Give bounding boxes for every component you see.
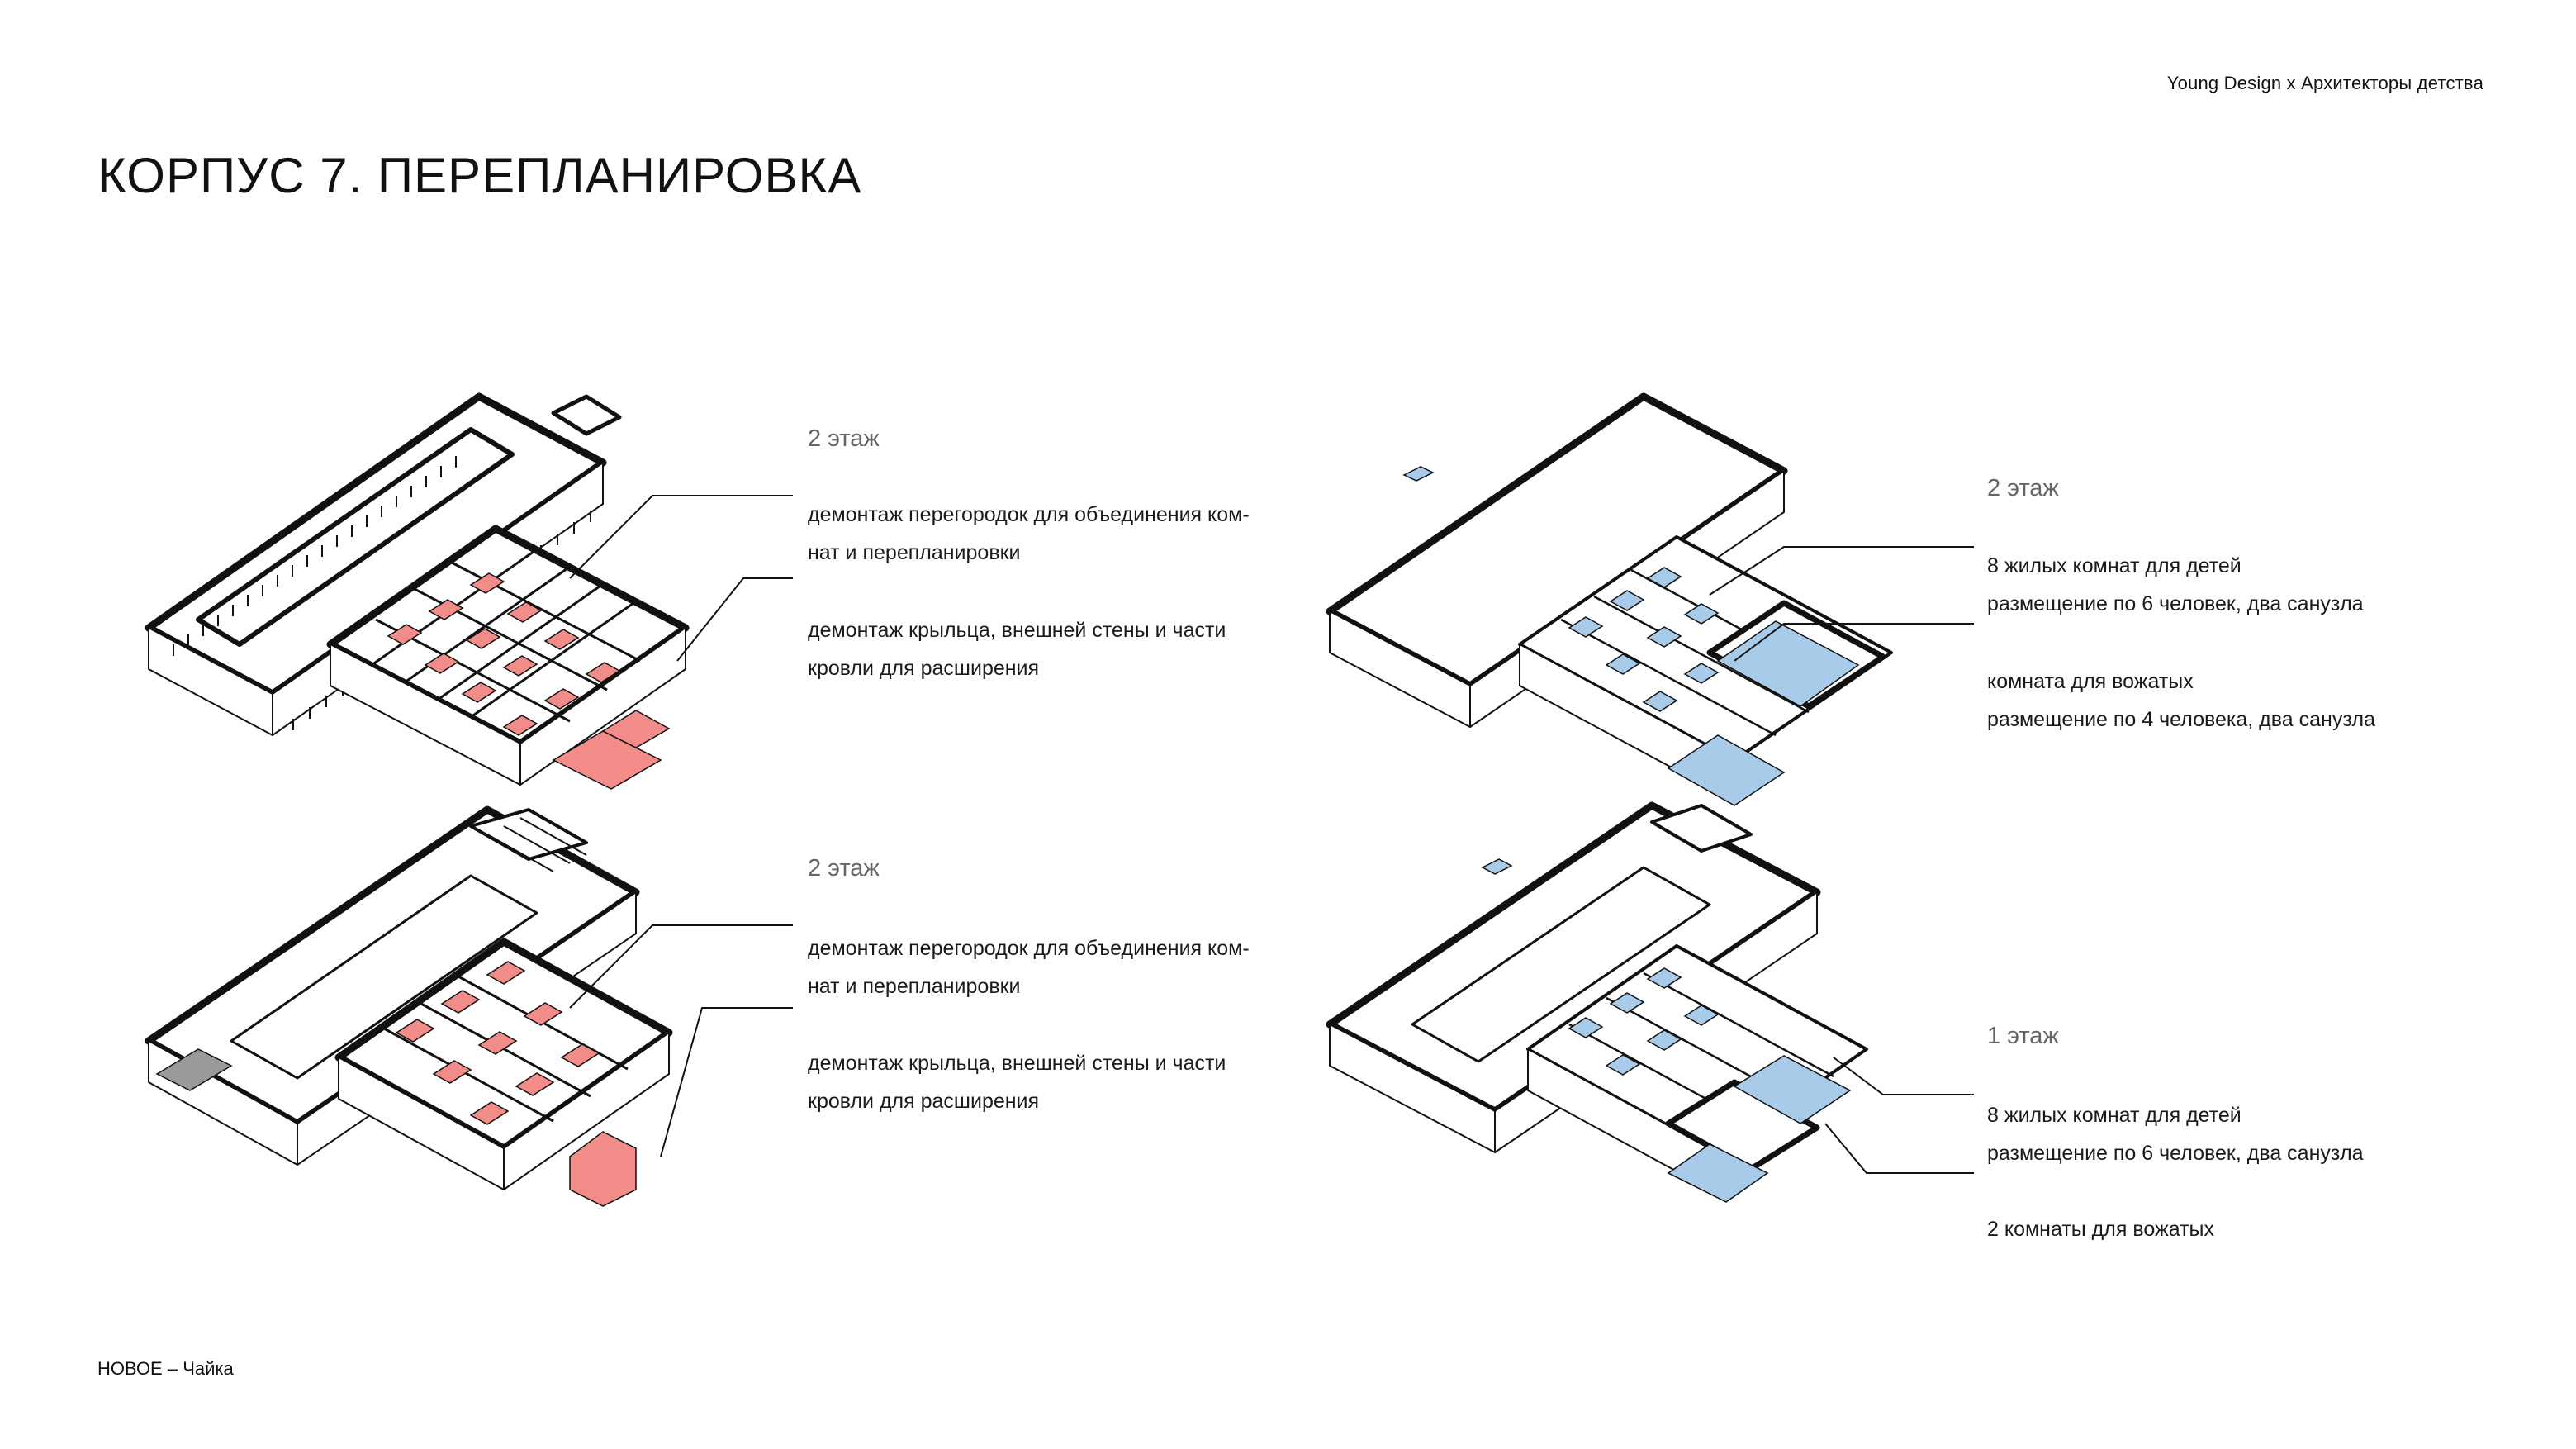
note-bottom-right-children-rooms: 8 жилых комнат для детей размещение по 6… xyxy=(1987,1096,2364,1172)
note-line: демонтаж крыльца, внешней стены и части xyxy=(808,1052,1226,1075)
footer-caption: НОВОЕ – Чайка xyxy=(97,1358,234,1379)
note-line: комната для вожатых xyxy=(1987,670,2194,693)
note-top-right-children-rooms: 8 жилых комнат для детей размещение по 6… xyxy=(1987,547,2364,623)
note-line: демонтаж перегородок для объединения ком… xyxy=(808,503,1250,526)
note-line: 8 жилых комнат для детей xyxy=(1987,554,2242,577)
note-bottom-left-partitions: демонтаж перегородок для объединения ком… xyxy=(808,929,1250,1005)
floor-label-bottom-left: 2 этаж xyxy=(808,855,880,881)
note-line: нат и перепланировки xyxy=(808,975,1021,998)
floor-label-top-left: 2 этаж xyxy=(808,425,880,452)
note-line: кровли для расширения xyxy=(808,1090,1040,1113)
axon-bottom-left-second-floor-demolition xyxy=(145,805,673,1207)
brand-caption: Young Design х Архитекторы детства xyxy=(2166,73,2483,93)
floor-label-top-right: 2 этаж xyxy=(1987,475,2059,501)
note-line: размещение по 4 человека, два санузла xyxy=(1987,708,2376,731)
note-line: демонтаж перегородок для объединения ком… xyxy=(808,937,1250,960)
note-line: 8 жилых комнат для детей xyxy=(1987,1104,2242,1127)
note-line: 2 комнаты для вожатых xyxy=(1987,1218,2214,1241)
note-line: размещение по 6 человек, два санузла xyxy=(1987,1142,2364,1165)
axon-bottom-right-first-floor-layout xyxy=(1326,801,1868,1203)
note-line: размещение по 6 человек, два санузла xyxy=(1987,592,2364,615)
note-line: демонтаж крыльца, внешней стены и части xyxy=(808,619,1226,642)
axon-top-right-second-floor-layout xyxy=(1326,392,1893,806)
note-bottom-left-porch: демонтаж крыльца, внешней стены и части … xyxy=(808,1044,1226,1120)
axon-top-left-second-floor-demolition xyxy=(145,392,690,790)
floor-label-bottom-right: 1 этаж xyxy=(1987,1023,2059,1049)
note-top-left-partitions: демонтаж перегородок для объединения ком… xyxy=(808,496,1250,572)
note-line: кровли для расширения xyxy=(808,657,1040,680)
page-title: КОРПУС 7. ПЕРЕПЛАНИРОВКА xyxy=(97,148,862,203)
note-bottom-right-counselor-rooms: 2 комнаты для вожатых xyxy=(1987,1210,2214,1248)
note-line: нат и перепланировки xyxy=(808,541,1021,564)
note-top-left-porch: демонтаж крыльца, внешней стены и части … xyxy=(808,611,1226,687)
note-top-right-counselor-room: комната для вожатых размещение по 4 чело… xyxy=(1987,663,2375,739)
